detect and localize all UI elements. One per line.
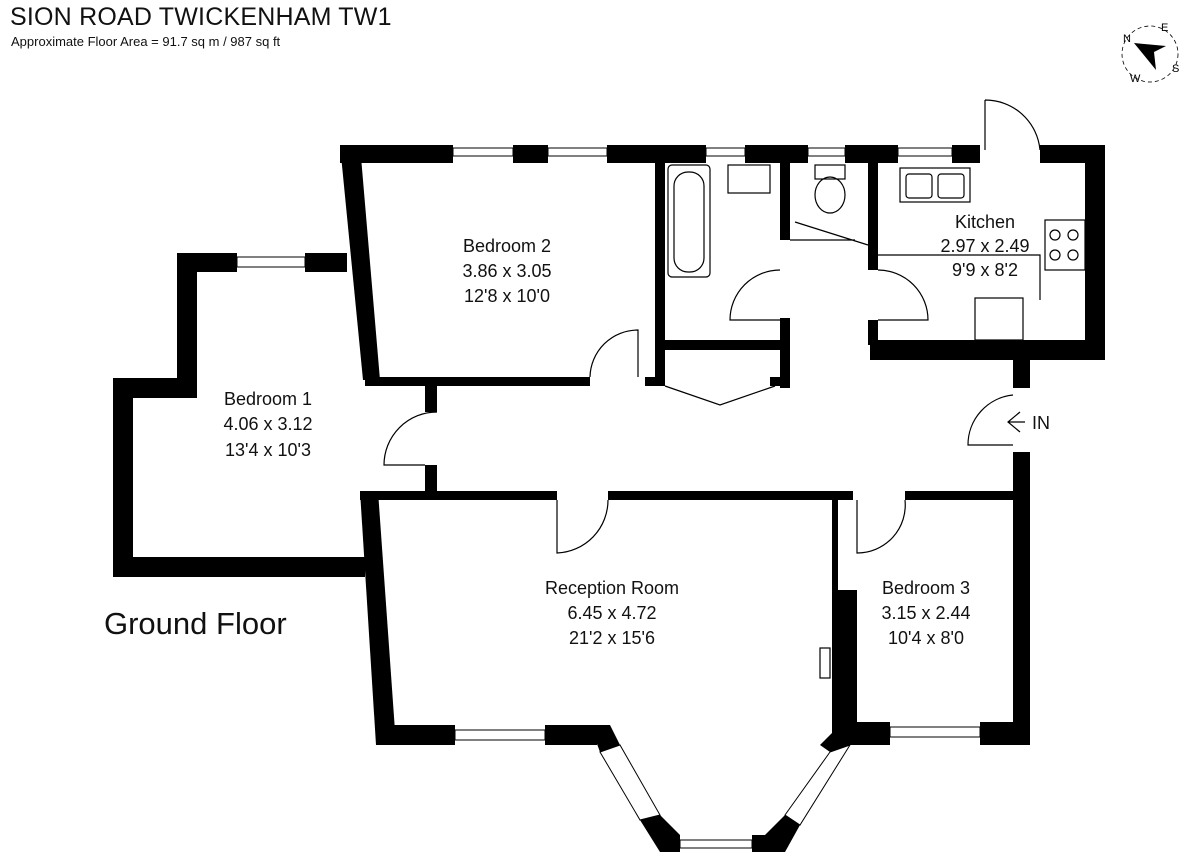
bedroom-1-name: Bedroom 1	[224, 389, 312, 409]
compass-e: E	[1161, 22, 1168, 34]
floor-label: Ground Floor	[104, 606, 287, 641]
compass-s: S	[1172, 63, 1179, 75]
kitchen-imperial: 9'9 x 8'2	[952, 260, 1018, 280]
plan-title: SION ROAD TWICKENHAM TW1	[10, 3, 392, 31]
bedroom-2-imperial: 12'8 x 10'0	[464, 286, 550, 306]
fixtures	[667, 164, 1086, 679]
bedroom-3-imperial: 10'4 x 8'0	[888, 628, 964, 648]
doors	[383, 99, 1041, 554]
reception-metric: 6.45 x 4.72	[567, 603, 656, 623]
bedroom-1-metric: 4.06 x 3.12	[223, 414, 312, 434]
walls	[113, 145, 1105, 852]
compass-n: N	[1123, 33, 1131, 45]
bedroom-3-name: Bedroom 3	[882, 578, 970, 598]
entrance-label: IN	[1032, 413, 1050, 433]
reception-imperial: 21'2 x 15'6	[569, 628, 655, 648]
bedroom-3-metric: 3.15 x 2.44	[881, 603, 970, 623]
floor-area: Approximate Floor Area = 91.7 sq m / 987…	[11, 34, 281, 49]
bedroom-2-metric: 3.86 x 3.05	[462, 261, 551, 281]
bedroom-2-name: Bedroom 2	[463, 236, 551, 256]
bedroom-1-imperial: 13'4 x 10'3	[225, 440, 311, 460]
reception-name: Reception Room	[545, 578, 679, 598]
compass-icon: N E S W	[1121, 22, 1179, 85]
kitchen-name: Kitchen	[955, 212, 1015, 232]
compass-w: W	[1130, 73, 1141, 85]
kitchen-metric: 2.97 x 2.49	[940, 236, 1029, 256]
